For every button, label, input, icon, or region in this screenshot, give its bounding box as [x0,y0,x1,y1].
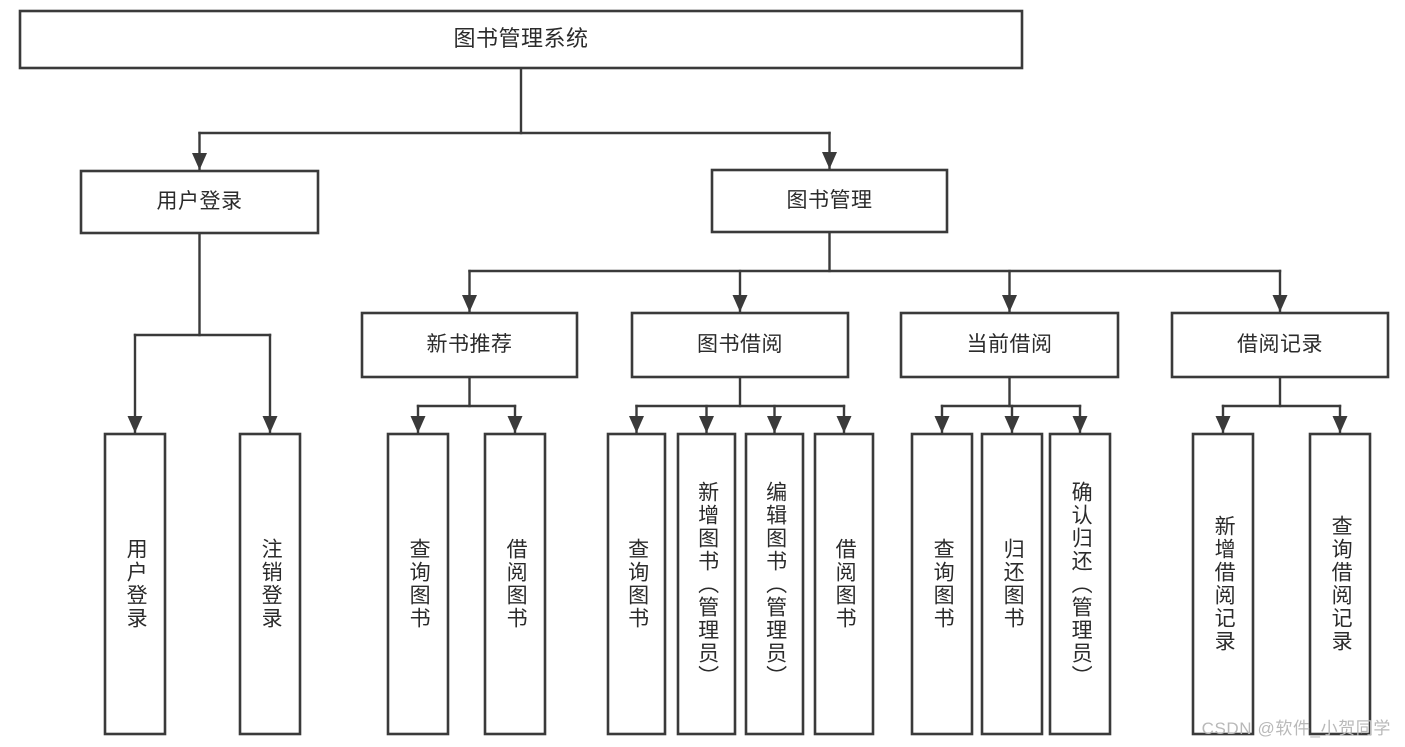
node-box-leaf-edit-book-admin[interactable] [744,432,805,736]
arrow-head-icon [1215,416,1231,433]
node-box-leaf-borrow-book-recommend[interactable] [483,432,547,736]
node-box-leaf-return-book[interactable] [980,432,1044,736]
watermark-text: CSDN @软件_小贺同学 [1201,719,1391,738]
arrow-head-icon [1332,416,1348,433]
node-box-leaf-query-book-current[interactable] [910,432,974,736]
node-box-leaf-confirm-return-admin[interactable] [1048,432,1112,736]
arrow-head-icon [262,416,278,433]
node-box-new-book-recommend[interactable] [360,311,579,379]
node-box-leaf-borrow-book[interactable] [813,432,875,736]
arrow-head-icon [1072,416,1088,433]
node-box-leaf-logout[interactable] [238,432,302,736]
arrow-head-icon [767,416,782,433]
node-box-leaf-query-borrow-record[interactable] [1308,432,1372,736]
arrow-head-icon [1002,295,1017,312]
arrow-head-icon [462,295,477,312]
node-box-book-borrow[interactable] [630,311,850,379]
arrow-head-icon [1004,416,1020,433]
arrow-head-icon [836,416,852,433]
node-box-borrow-record[interactable] [1170,311,1390,379]
node-box-layer [18,9,1390,736]
arrow-head-icon [507,416,523,433]
node-box-root[interactable] [18,9,1024,70]
node-box-leaf-user-login[interactable] [103,432,167,736]
arrow-head-icon [732,295,748,312]
arrow-head-icon [410,416,426,433]
node-box-user-login[interactable] [79,169,320,235]
arrow-head-icon [699,416,714,433]
node-box-leaf-query-book-recommend[interactable] [386,432,450,736]
node-box-leaf-add-borrow-record[interactable] [1191,432,1255,736]
arrow-head-icon [127,416,143,433]
arrow-head-icon [192,153,207,170]
arrow-head-icon [822,152,837,169]
node-box-current-borrow[interactable] [899,311,1120,379]
node-box-leaf-query-book-borrow[interactable] [606,432,667,736]
arrow-head-icon [629,416,644,433]
connector-layer [127,66,1348,434]
node-box-leaf-add-book-admin[interactable] [676,432,737,736]
arrow-head-icon [1272,295,1288,312]
node-box-book-management[interactable] [710,168,949,234]
arrow-head-icon [934,416,950,433]
